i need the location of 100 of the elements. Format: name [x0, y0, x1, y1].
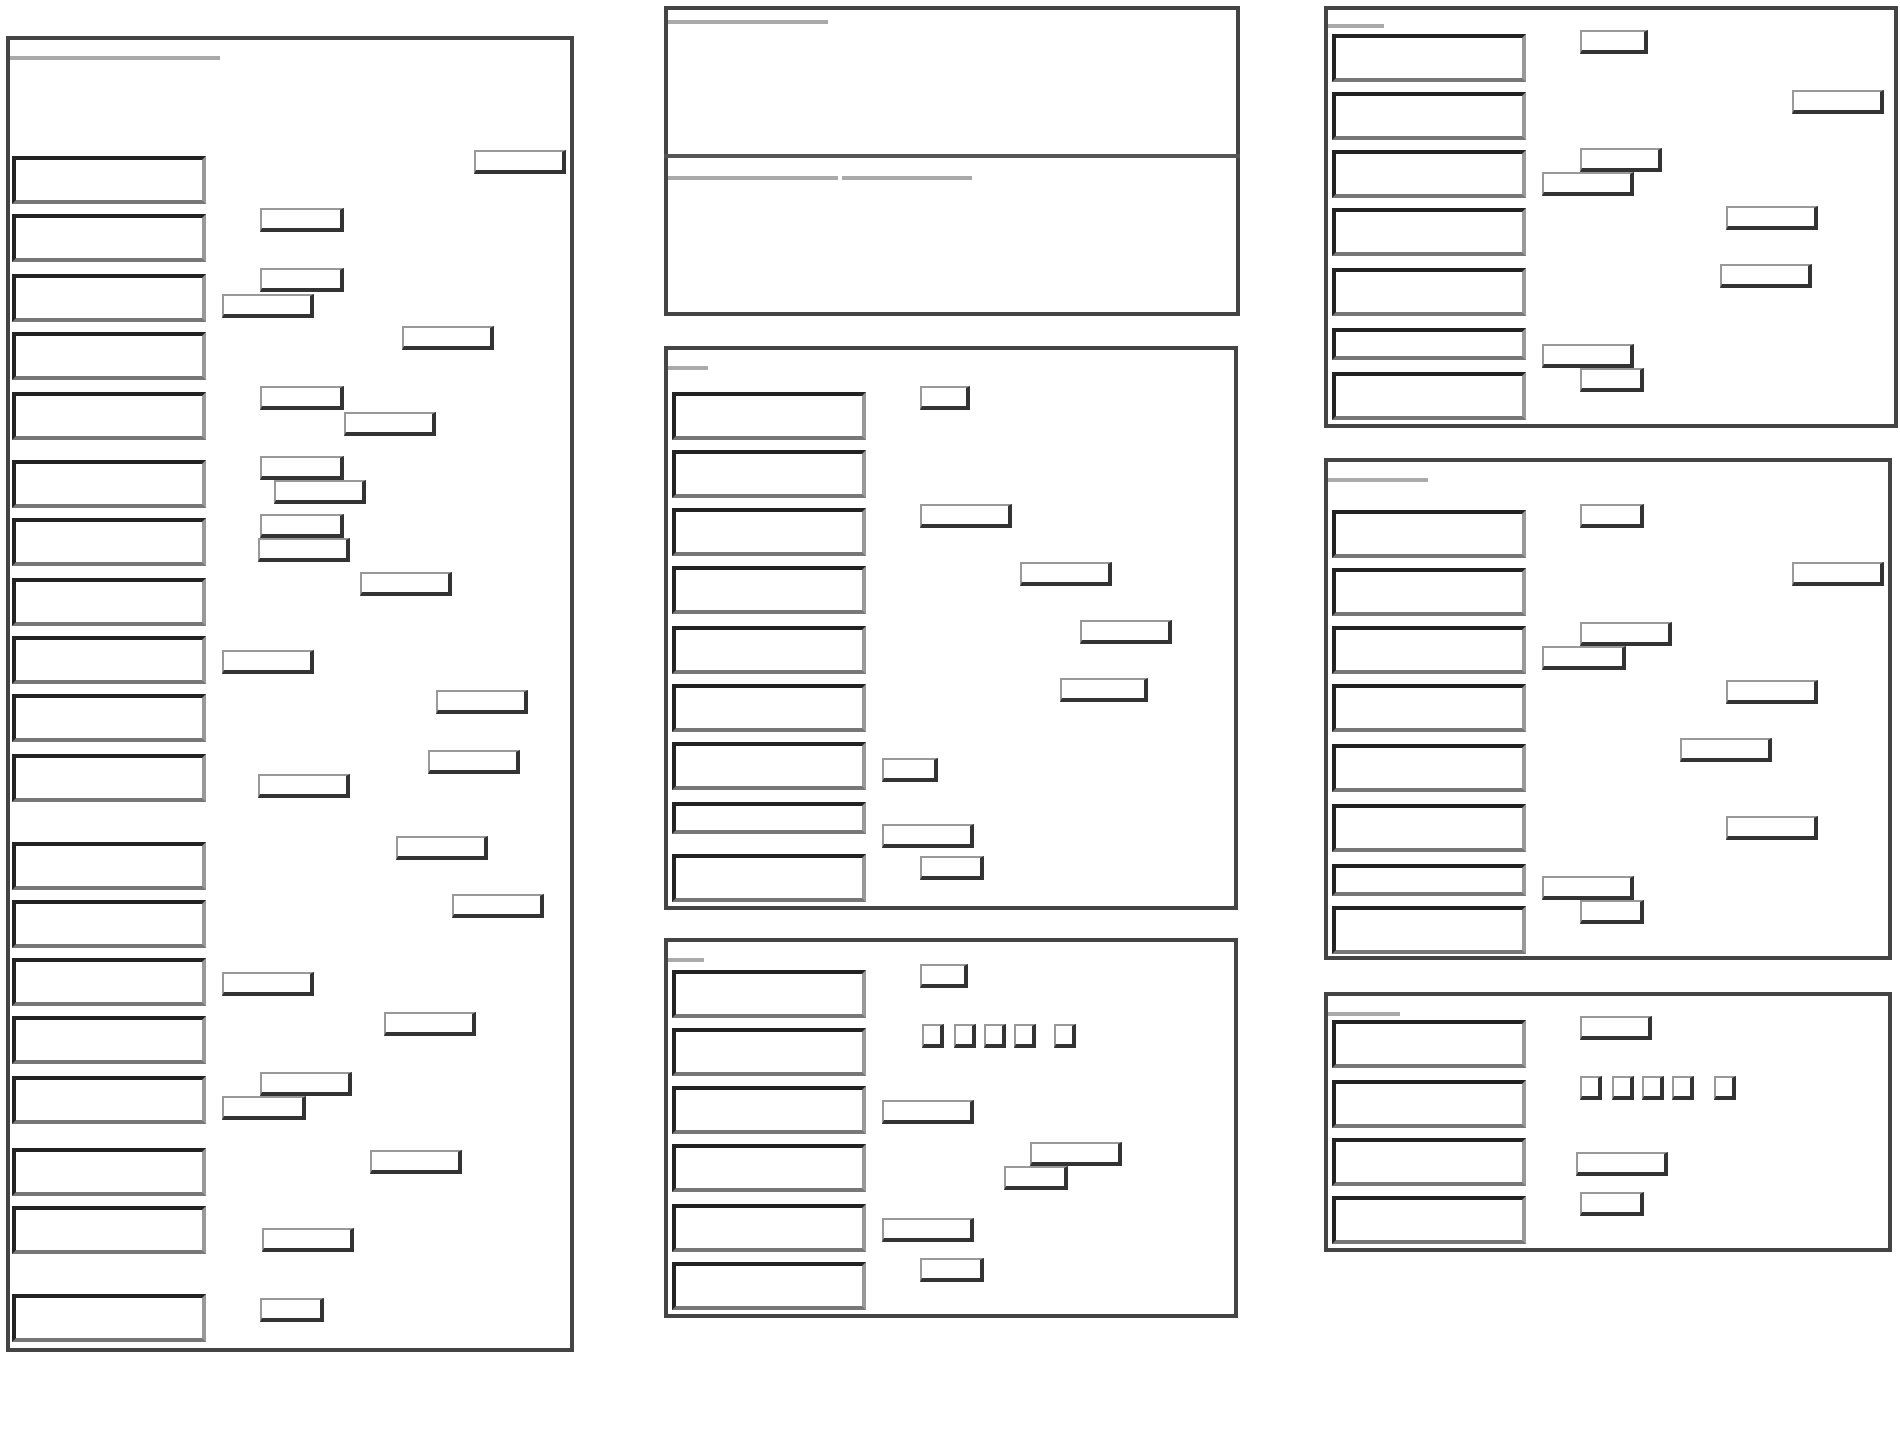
input-field	[1030, 1142, 1122, 1166]
input-field	[920, 1258, 984, 1282]
label-box	[672, 1086, 866, 1134]
label-box	[1332, 92, 1526, 140]
input-field	[1020, 562, 1112, 586]
input-field	[882, 1100, 974, 1124]
label-box	[12, 518, 206, 566]
input-field	[222, 294, 314, 318]
checkbox	[954, 1024, 976, 1048]
checkbox	[1642, 1076, 1664, 1100]
label-box	[672, 1262, 866, 1310]
input-field	[882, 758, 938, 782]
label-box	[1332, 864, 1526, 896]
input-field	[360, 572, 452, 596]
label-box	[12, 1294, 206, 1342]
input-field	[274, 480, 366, 504]
label-box	[672, 392, 866, 440]
input-field	[258, 774, 350, 798]
form-panel	[664, 346, 1238, 910]
input-field	[260, 268, 344, 292]
input-field	[1060, 678, 1148, 702]
label-box	[12, 156, 206, 204]
input-field	[1542, 876, 1634, 900]
input-field	[222, 972, 314, 996]
label-box	[1332, 626, 1526, 674]
checkbox	[984, 1024, 1006, 1048]
checkbox	[1612, 1076, 1634, 1100]
input-field	[1580, 622, 1672, 646]
form-panel	[6, 36, 574, 1352]
input-field	[1726, 206, 1818, 230]
label-box	[12, 1016, 206, 1064]
label-box	[672, 970, 866, 1018]
input-field	[1580, 900, 1644, 924]
input-field	[882, 1218, 974, 1242]
input-field	[1792, 562, 1884, 586]
input-field	[1580, 1192, 1644, 1216]
input-field	[882, 824, 974, 848]
label-box	[12, 392, 206, 440]
label-box	[1332, 906, 1526, 954]
label-box	[1332, 1196, 1526, 1244]
label-box	[1332, 268, 1526, 316]
input-field	[1720, 264, 1812, 288]
label-box	[12, 1148, 206, 1196]
checkbox	[1672, 1076, 1694, 1100]
checkbox	[1714, 1076, 1736, 1100]
input-field	[260, 386, 344, 410]
input-field	[920, 856, 984, 880]
input-field	[1726, 680, 1818, 704]
label-box	[1332, 510, 1526, 558]
label-box	[12, 1206, 206, 1254]
input-field	[452, 894, 544, 918]
checkbox	[1580, 1076, 1602, 1100]
label-box	[1332, 372, 1526, 420]
input-field	[1580, 148, 1662, 172]
input-field	[1792, 90, 1884, 114]
checkbox	[1054, 1024, 1076, 1048]
label-box	[12, 958, 206, 1006]
label-box	[12, 332, 206, 380]
input-field	[1680, 738, 1772, 762]
label-box	[672, 854, 866, 902]
input-field	[262, 1228, 354, 1252]
input-field	[1542, 172, 1634, 196]
label-box	[12, 694, 206, 742]
label-box	[1332, 34, 1526, 82]
input-field	[1580, 30, 1648, 54]
label-box	[1332, 568, 1526, 616]
input-field	[1576, 1152, 1668, 1176]
label-box	[12, 578, 206, 626]
label-box	[672, 1028, 866, 1076]
input-field	[258, 538, 350, 562]
checkbox	[922, 1024, 944, 1048]
form-panel	[1324, 6, 1898, 428]
label-box	[1332, 684, 1526, 732]
label-box	[1332, 744, 1526, 792]
label-box	[1332, 328, 1526, 360]
input-field	[396, 836, 488, 860]
input-field	[222, 1096, 306, 1120]
label-box	[1332, 804, 1526, 852]
label-box	[12, 214, 206, 262]
input-field	[260, 1298, 324, 1322]
label-box	[1332, 1080, 1526, 1128]
input-field	[1542, 646, 1626, 670]
label-box	[672, 684, 866, 732]
label-box	[12, 274, 206, 322]
form-panel	[664, 938, 1238, 1318]
label-box	[12, 460, 206, 508]
label-box	[672, 508, 866, 556]
form-panel	[1324, 458, 1892, 960]
label-box	[672, 802, 866, 834]
input-field	[260, 456, 344, 480]
input-field	[344, 412, 436, 436]
label-box	[672, 566, 866, 614]
input-field	[1726, 816, 1818, 840]
input-field	[920, 964, 968, 988]
input-field	[1580, 1016, 1652, 1040]
label-box	[12, 754, 206, 802]
input-field	[428, 750, 520, 774]
input-field	[260, 1072, 352, 1096]
input-field	[402, 326, 494, 350]
label-box	[12, 842, 206, 890]
